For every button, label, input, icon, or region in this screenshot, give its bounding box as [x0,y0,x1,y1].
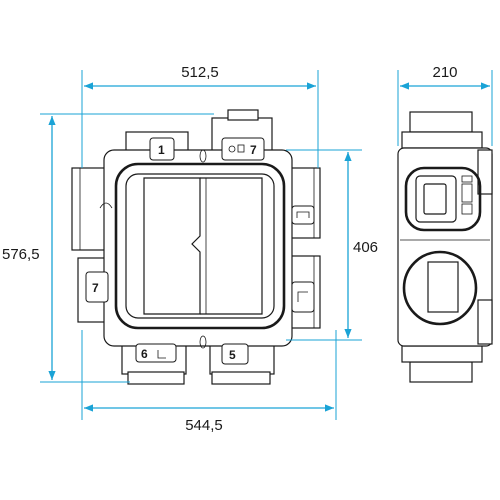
svg-text:1: 1 [158,143,165,157]
port-label-left: 7 [85,271,109,303]
svg-text:210: 210 [432,64,457,81]
dimension-center-height: 406 [286,149,378,341]
svg-text:512,5: 512,5 [181,64,219,81]
svg-text:6: 6 [141,347,148,361]
port-label-bottom-left: 6 [135,343,177,363]
dimension-side-width: 210 [397,64,493,146]
svg-text:7: 7 [92,281,99,295]
front-view: 1 7 7 6 5 [71,109,321,385]
svg-text:5: 5 [229,348,236,362]
dimension-bottom-width: 544,5 [81,330,337,434]
port-label-top-left: 1 [149,137,175,161]
svg-text:406: 406 [353,239,378,256]
svg-text:544,5: 544,5 [185,417,223,434]
port-label-bottom-right: 5 [221,343,249,365]
dimension-left-height: 576,5 [2,113,214,383]
svg-text:7: 7 [250,143,257,157]
dimension-top-width: 512,5 [81,64,319,168]
svg-text:576,5: 576,5 [2,246,40,263]
port-label-top-right: 7 [221,137,265,161]
side-view [397,111,493,383]
